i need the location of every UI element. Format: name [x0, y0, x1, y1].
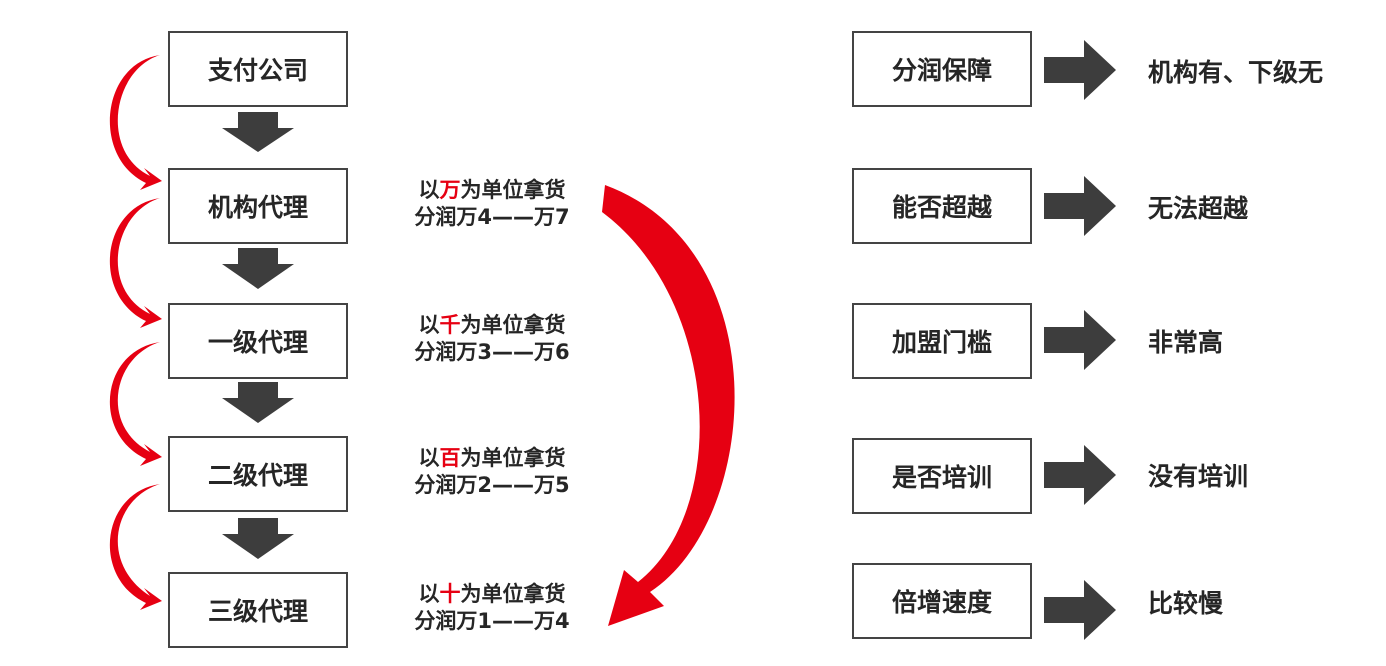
note-line2: 分润万2——万5 [414, 473, 570, 497]
down-arrow-3 [222, 382, 294, 423]
compare-box-profit-guarantee: 分润保障 [852, 31, 1032, 107]
down-arrow-1 [222, 112, 294, 152]
note-highlight: 十 [439, 582, 461, 606]
note-suffix: 为单位拿货 [460, 313, 566, 337]
right-arrow-5 [1044, 580, 1116, 640]
note-suffix: 为单位拿货 [460, 582, 566, 606]
red-big-curve-arrow [602, 185, 735, 626]
note-suffix: 为单位拿货 [460, 178, 566, 202]
note-prefix: 以 [418, 313, 440, 337]
hierarchy-box-payment-company: 支付公司 [168, 31, 348, 107]
note-level1-agent: 以千为单位拿货 分润万3——万6 [392, 312, 592, 366]
compare-value-entry-threshold: 非常高 [1148, 328, 1224, 357]
note-prefix: 以 [418, 178, 440, 202]
note-line1: 以千为单位拿货 [392, 312, 592, 339]
note-institution-agent: 以万为单位拿货 分润万4——万7 [392, 177, 592, 231]
compare-value-profit-guarantee: 机构有、下级无 [1148, 58, 1324, 87]
down-arrow-2 [222, 248, 294, 289]
note-level2-agent: 以百为单位拿货 分润万2——万5 [392, 445, 592, 499]
compare-box-growth-speed: 倍增速度 [852, 563, 1032, 639]
right-arrow-4 [1044, 445, 1116, 505]
note-line1: 以万为单位拿货 [392, 177, 592, 204]
red-curve-arrow-1 [109, 55, 162, 190]
note-line1: 以十为单位拿货 [392, 581, 592, 608]
note-line1: 以百为单位拿货 [392, 445, 592, 472]
down-arrow-4 [222, 518, 294, 559]
note-prefix: 以 [418, 582, 440, 606]
note-highlight: 千 [439, 313, 461, 337]
hierarchy-box-level2-agent: 二级代理 [168, 436, 348, 512]
hierarchy-box-level3-agent: 三级代理 [168, 572, 348, 648]
hierarchy-box-level1-agent: 一级代理 [168, 303, 348, 379]
note-line2: 分润万3——万6 [414, 340, 570, 364]
right-arrow-1 [1044, 40, 1116, 100]
hierarchy-box-institution-agent: 机构代理 [168, 168, 348, 244]
red-curve-arrow-4 [109, 484, 162, 610]
compare-value-can-surpass: 无法超越 [1148, 194, 1249, 223]
note-level3-agent: 以十为单位拿货 分润万1——万4 [392, 581, 592, 635]
compare-value-growth-speed: 比较慢 [1148, 589, 1224, 618]
right-arrow-2 [1044, 176, 1116, 236]
note-suffix: 为单位拿货 [460, 446, 566, 470]
note-line2: 分润万1——万4 [414, 609, 570, 633]
note-prefix: 以 [418, 446, 440, 470]
right-arrow-3 [1044, 310, 1116, 370]
compare-box-entry-threshold: 加盟门槛 [852, 303, 1032, 379]
compare-value-training: 没有培训 [1148, 462, 1249, 491]
note-highlight: 百 [439, 446, 461, 470]
compare-box-can-surpass: 能否超越 [852, 168, 1032, 244]
red-curve-arrow-3 [109, 342, 162, 466]
note-line2: 分润万4——万7 [414, 205, 570, 229]
note-highlight: 万 [439, 178, 461, 202]
compare-box-training: 是否培训 [852, 438, 1032, 514]
red-curve-arrow-2 [109, 198, 162, 328]
